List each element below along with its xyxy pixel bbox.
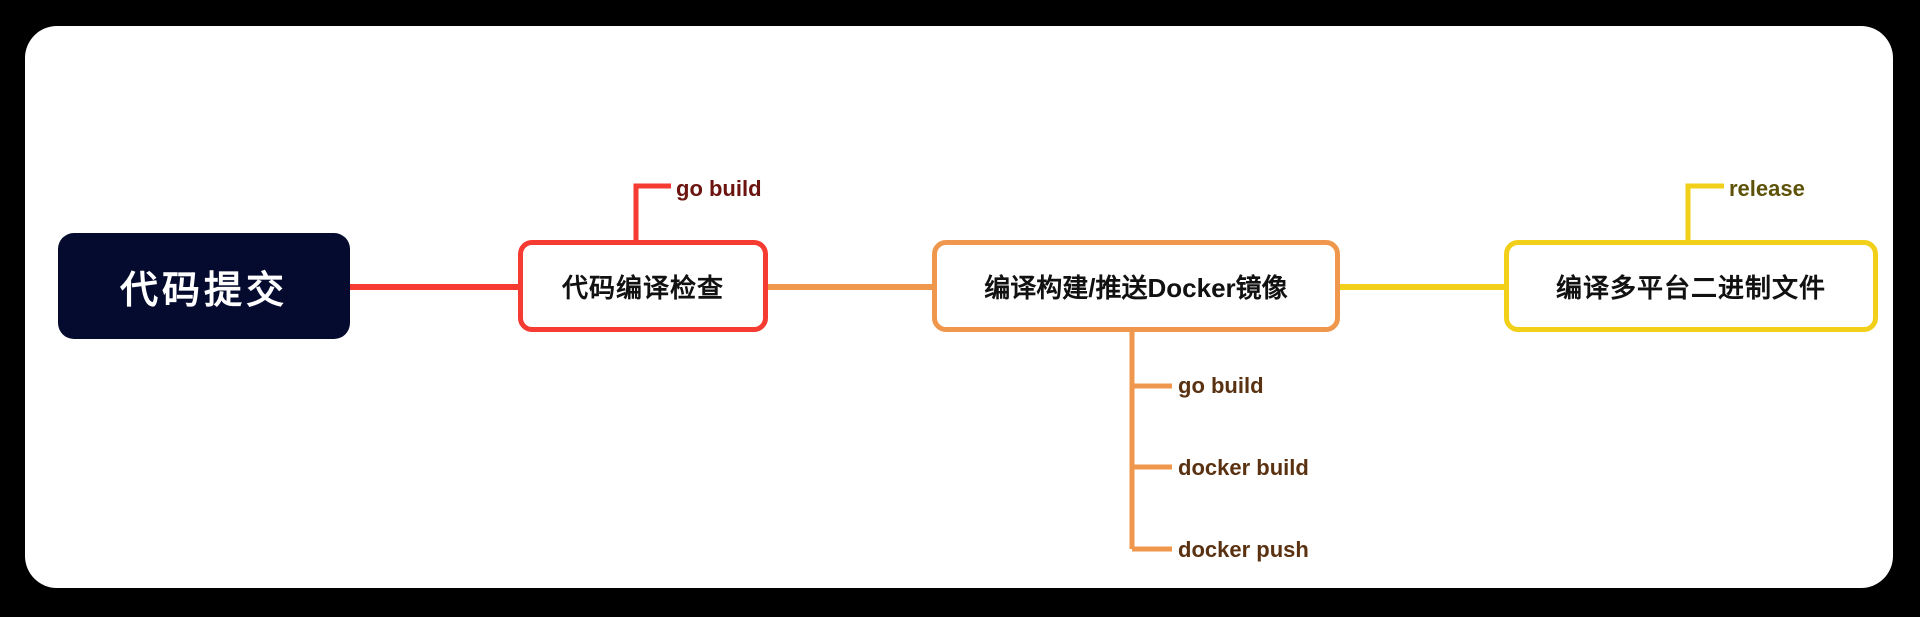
node-docker-image[interactable]: 编译构建/推送Docker镜像 [932,240,1340,332]
node-multiplatform-binary[interactable]: 编译多平台二进制文件 [1504,240,1878,332]
node-code-commit[interactable]: 代码提交 [58,233,350,339]
leaf-compile-go-build: go build [676,176,762,201]
leaf-binary-release: release [1729,176,1805,201]
node-multiplatform-binary-label: 编译多平台二进制文件 [1555,272,1826,303]
leaf-docker-docker-push: docker push [1178,537,1309,562]
leaf-docker-docker-build: docker build [1178,455,1309,480]
node-compile-check-label: 代码编译检查 [561,272,724,303]
node-docker-image-label: 编译构建/推送Docker镜像 [984,272,1288,303]
node-root-label: 代码提交 [119,269,288,312]
leaf-docker-go-build: go build [1178,373,1264,398]
node-compile-check[interactable]: 代码编译检查 [518,240,768,332]
